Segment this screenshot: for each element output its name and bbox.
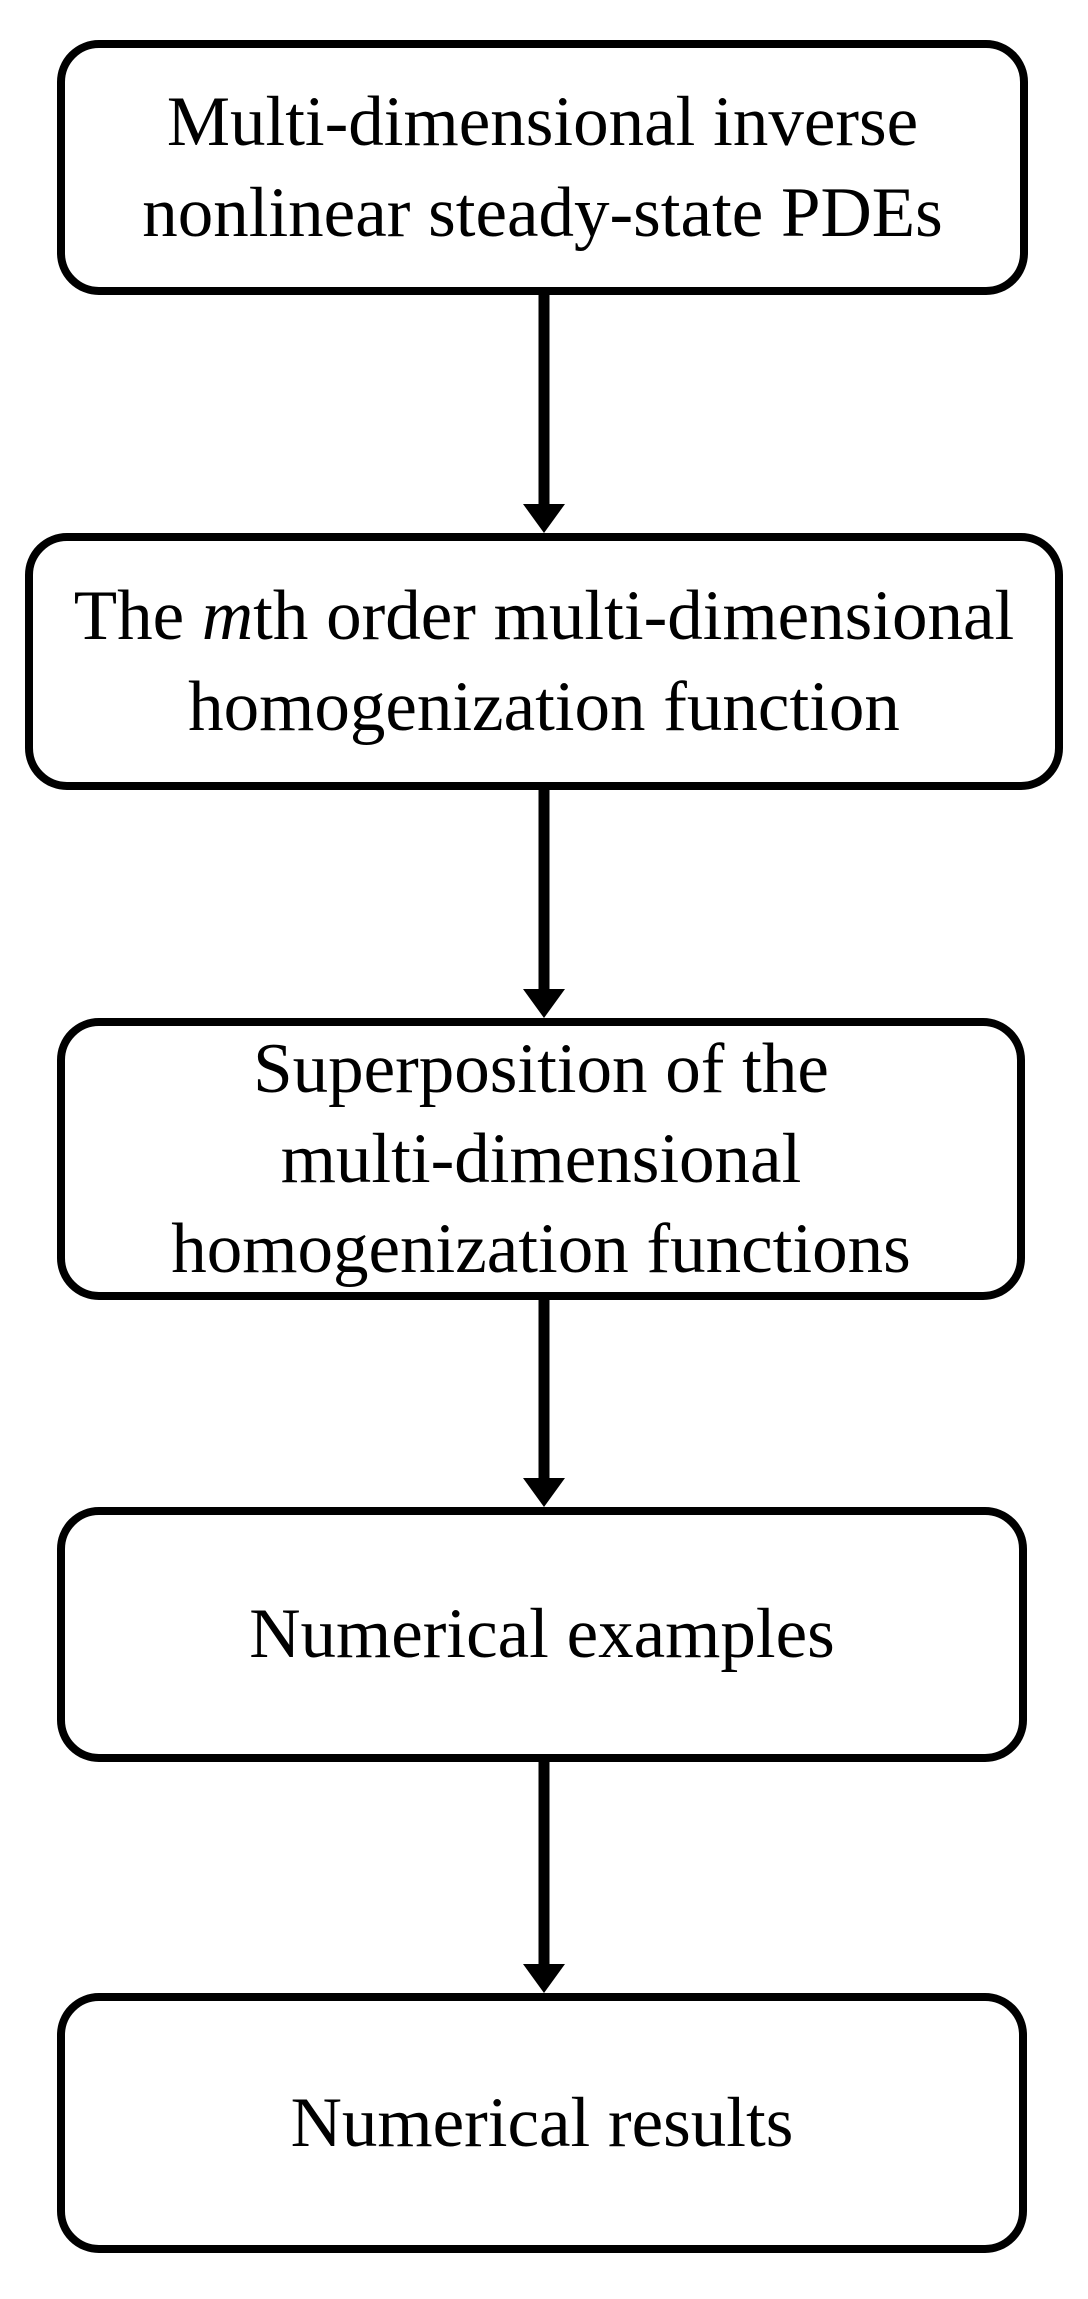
- arrow-shaft: [538, 1300, 550, 1483]
- connector-arrow-down-2: [522, 790, 566, 1018]
- arrowhead-down-icon: [523, 504, 565, 533]
- flow-box-inverse-pdes: Multi-dimensional inverse nonlinear stea…: [57, 40, 1028, 295]
- flow-box-text-line: The mth order multi-dimensional: [74, 571, 1015, 662]
- flow-box-text-segment: The: [73, 576, 202, 655]
- arrowhead-down-icon: [523, 1964, 565, 1993]
- flow-box-text-line: multi-dimensional: [280, 1120, 802, 1198]
- flow-box-text-line: Numerical results: [290, 2083, 794, 2162]
- arrowhead-down-icon: [523, 1478, 565, 1507]
- flow-box-mth-order-homogenization-function: The mth order multi-dimensional homogeni…: [25, 533, 1063, 790]
- arrow-shaft: [538, 1762, 550, 1969]
- flow-box-text-line: Multi-dimensional inverse: [166, 82, 919, 161]
- flow-box-text-line: homogenization functions: [171, 1210, 911, 1288]
- flow-box-text-segment: th order multi-dimensional: [253, 576, 1015, 655]
- flow-box-numerical-results: Numerical results: [57, 1993, 1027, 2253]
- arrowhead-down-icon: [523, 989, 565, 1018]
- arrow-shaft: [538, 295, 550, 509]
- flow-box-text-line: nonlinear steady-state PDEs: [142, 173, 943, 252]
- flow-box-text-italic-m: m: [201, 576, 254, 655]
- flow-box-numerical-examples: Numerical examples: [57, 1507, 1027, 1762]
- connector-arrow-down-3: [522, 1300, 566, 1507]
- connector-arrow-down-4: [522, 1762, 566, 1993]
- flow-box-text-line: homogenization function: [188, 667, 900, 746]
- arrow-shaft: [538, 790, 550, 994]
- flow-box-text-line: Superposition of the: [253, 1030, 829, 1108]
- connector-arrow-down-1: [522, 295, 566, 533]
- flow-box-text-line: Numerical examples: [249, 1595, 835, 1673]
- flow-box-superposition: Superposition of the multi-dimensional h…: [57, 1018, 1025, 1300]
